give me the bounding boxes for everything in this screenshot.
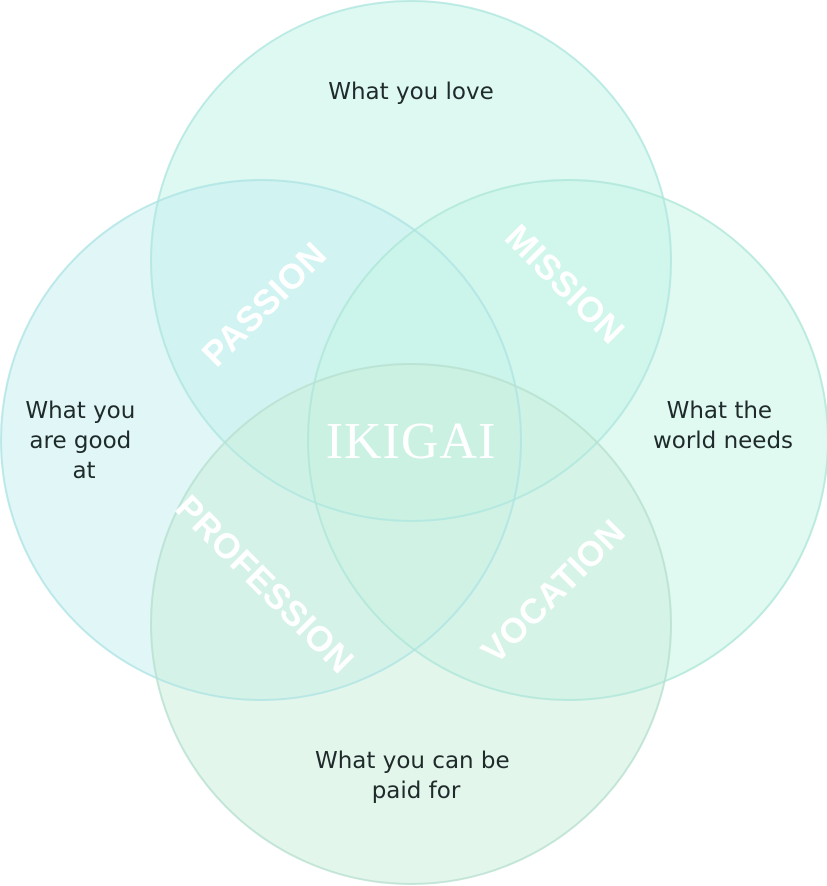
label-what-you-love: What you love — [328, 79, 494, 105]
label-what-the-world-needs: What the world needs — [653, 398, 793, 454]
outline-what-you-can-be-paid-for — [150, 363, 672, 885]
outline-what-you-love — [150, 0, 672, 522]
center-label-ikigai: IKIGAI — [326, 413, 497, 470]
outline-what-you-are-good-at — [0, 179, 522, 701]
outline-what-the-world-needs — [307, 179, 827, 701]
label-what-you-are-good-at: What you are good at — [25, 398, 142, 484]
label-what-you-can-be-paid-for: What you can be paid for — [315, 748, 517, 804]
circle-what-you-can-be-paid-for — [151, 364, 671, 884]
